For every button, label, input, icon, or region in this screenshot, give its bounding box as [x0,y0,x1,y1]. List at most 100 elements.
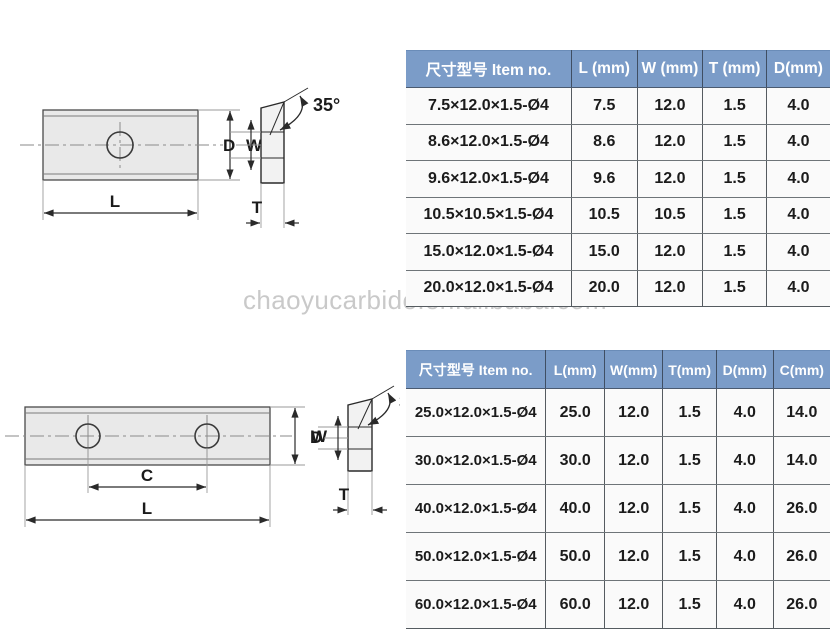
cell-value: 1.5 [702,233,767,271]
angle-arc-arrow [367,392,397,426]
dimension-label-T: T [339,485,350,504]
dimension-label-D: D [310,428,322,447]
cell-item-no: 50.0×12.0×1.5-Ø4 [406,532,547,581]
cell-item-no: 60.0×12.0×1.5-Ø4 [406,580,547,629]
column-header-1: L (mm) [571,50,638,88]
cell-value: 12.0 [637,124,704,161]
drawing-single-hole-insert: W L D [8,80,358,250]
cell-value: 1.5 [662,436,717,485]
single-hole-svg: W L D [20,87,340,228]
cell-item-no: 10.5×10.5×1.5-Ø4 [406,197,572,234]
dimension-length: L [44,192,197,217]
cell-value: 12.0 [604,580,664,629]
cell-value: 15.0 [571,233,638,271]
cell-value: 4.0 [716,532,774,581]
cell-value: 12.0 [604,388,664,437]
column-header-0: 尺寸型号 Item no. [406,50,572,88]
double-hole-svg: W C L [5,385,426,527]
cell-item-no: 30.0×12.0×1.5-Ø4 [406,436,547,485]
column-header-3: T (mm) [702,50,767,88]
insert-body-side-view [260,101,285,184]
cell-value: 1.5 [702,160,767,198]
cell-value: 4.0 [766,87,830,125]
table-one-header: 尺寸型号 Item no.L (mm)W (mm)T (mm)D(mm) [406,50,830,88]
dimension-label-L: L [142,499,152,518]
column-header-5: C(mm) [773,350,830,389]
cell-value: 1.5 [662,532,717,581]
angle-arc-arrow [279,95,309,131]
cell-value: 26.0 [773,580,830,629]
cell-value: 20.0 [571,270,638,307]
cell-item-no: 8.6×12.0×1.5-Ø4 [406,124,572,161]
cell-value: 30.0 [545,436,605,485]
drawing-double-hole-insert: W C L [0,375,426,560]
insert-body-side-view [347,398,373,472]
cell-value: 12.0 [637,270,704,307]
cell-value: 10.5 [571,197,638,234]
cell-value: 4.0 [716,388,774,437]
cell-value: 26.0 [773,484,830,533]
cell-value: 4.0 [766,160,830,198]
cell-item-no: 40.0×12.0×1.5-Ø4 [406,484,547,533]
cell-value: 9.6 [571,160,638,198]
dimension-label-L: L [110,192,120,211]
cell-value: 1.5 [662,388,717,437]
mounting-hole [106,131,134,159]
column-header-4: D(mm) [716,350,774,389]
dimension-width: W [291,408,328,464]
cell-value: 4.0 [766,233,830,271]
column-header-0: 尺寸型号 Item no. [406,350,547,389]
extension-lines [42,109,240,220]
angle-annotation: 35° [269,87,340,136]
spec-table-single-hole: 尺寸型号 Item no.L (mm)W (mm)T (mm)D(mm) 7.5… [406,50,830,307]
column-header-2: W(mm) [604,350,664,389]
table-header-row: 尺寸型号 Item no.L (mm)W (mm)T (mm)D(mm) [406,50,830,88]
dimension-thickness: T [333,471,387,515]
cell-value: 50.0 [545,532,605,581]
cell-value: 25.0 [545,388,605,437]
cell-value: 12.0 [637,233,704,271]
cell-item-no: 7.5×12.0×1.5-Ø4 [406,87,572,125]
dimension-center-distance: C [89,466,206,491]
dimension-diameter: D [223,120,261,170]
cell-value: 1.5 [662,484,717,533]
cell-value: 1.5 [702,124,767,161]
column-header-3: T(mm) [662,350,717,389]
table-two-header: 尺寸型号 Item no.L(mm)W(mm)T(mm)D(mm)C(mm) [406,350,830,389]
cell-value: 4.0 [716,484,774,533]
table-header-row: 尺寸型号 Item no.L(mm)W(mm)T(mm)D(mm)C(mm) [406,350,830,389]
spec-sheet-canvas: W L D [0,50,830,629]
dimension-length: L [26,499,269,524]
dimension-label-C: C [141,466,153,485]
cell-value: 4.0 [716,580,774,629]
cell-value: 7.5 [571,87,638,125]
dimension-diameter: D [310,416,348,460]
dimension-thickness: T [246,183,299,228]
cell-value: 26.0 [773,532,830,581]
extension-lines [24,406,305,527]
cell-value: 12.0 [604,436,664,485]
cell-value: 12.0 [604,532,664,581]
dimension-label-T: T [252,198,263,217]
cell-value: 1.5 [662,580,717,629]
spec-table-double-hole: 尺寸型号 Item no.L(mm)W(mm)T(mm)D(mm)C(mm) 2… [406,350,830,629]
cell-value: 4.0 [766,124,830,161]
column-header-2: W (mm) [637,50,704,88]
cell-value: 14.0 [773,436,830,485]
cell-value: 4.0 [766,270,830,307]
cell-item-no: 20.0×12.0×1.5-Ø4 [406,270,572,307]
cell-value: 40.0 [545,484,605,533]
cell-item-no: 15.0×12.0×1.5-Ø4 [406,233,572,271]
